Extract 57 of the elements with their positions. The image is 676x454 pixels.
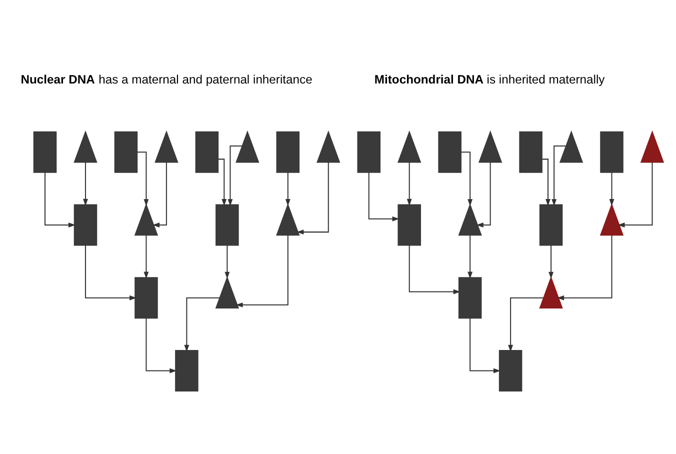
node-person [438,131,462,173]
arrow [556,235,612,300]
node-person [215,276,240,308]
node-person [74,204,98,246]
label: Nuclear DNA has a maternal and paternal inheritance [20,72,312,86]
node-person [134,203,158,236]
node-person [134,277,158,319]
arrow [144,235,149,279]
arrow [406,162,412,206]
node-person [114,131,138,173]
node-person [175,350,198,392]
node-person [559,130,584,163]
node-person [74,130,98,163]
node-person [519,131,542,173]
node-person [398,204,421,246]
node-person [216,204,239,246]
arrow [83,162,88,206]
arrow [508,297,544,352]
node-person [458,277,482,319]
node-person [276,203,300,236]
arrow [146,318,177,374]
arrow [461,152,473,206]
node-person [195,131,219,173]
arrow [285,172,290,206]
node-person [539,276,563,308]
node-person [600,131,624,173]
arrow [184,297,220,352]
node-person [640,130,664,163]
arrow [218,158,227,206]
arrow [470,318,501,374]
node-person [398,130,422,163]
node-person [316,130,340,163]
arrow [44,172,76,228]
node-person [539,204,563,246]
arrow [85,245,137,300]
node-person [33,131,57,173]
node-person [357,131,380,173]
node-person [478,130,502,163]
arrow [236,235,288,308]
arrow [224,245,230,279]
node-person [154,130,178,163]
arrow [618,162,653,228]
arrow [138,152,149,206]
node-person [236,130,260,163]
arrow [468,235,473,279]
node-person [276,131,300,173]
arrow [609,172,614,206]
arrow [542,158,550,206]
arrow [548,245,554,279]
node-person [498,350,522,392]
arrow [152,162,167,228]
arrow [296,162,329,235]
label: Mitochondrial DNA is inherited maternally [374,72,605,86]
arrow [368,172,400,222]
node-person [458,203,482,236]
arrow [408,245,460,294]
arrow [476,162,491,228]
